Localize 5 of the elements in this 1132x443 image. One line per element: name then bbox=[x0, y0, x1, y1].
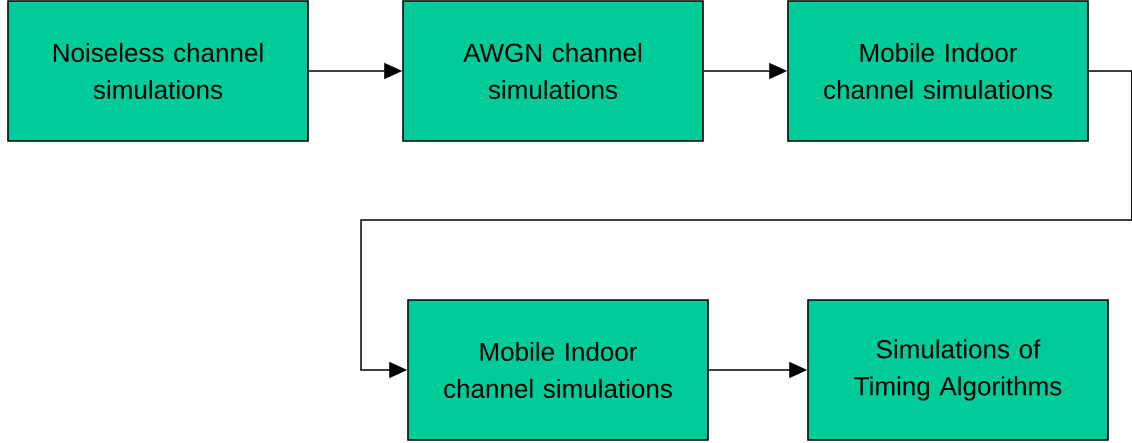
process-box: Mobile Indoor channel simulations bbox=[407, 299, 709, 441]
process-box: Noiseless channel simulations bbox=[7, 0, 309, 142]
process-box: Simulations of Timing Algorithms bbox=[807, 299, 1109, 441]
process-box: Mobile Indoor channel simulations bbox=[787, 0, 1089, 142]
process-box: AWGN channel simulations bbox=[402, 0, 704, 142]
